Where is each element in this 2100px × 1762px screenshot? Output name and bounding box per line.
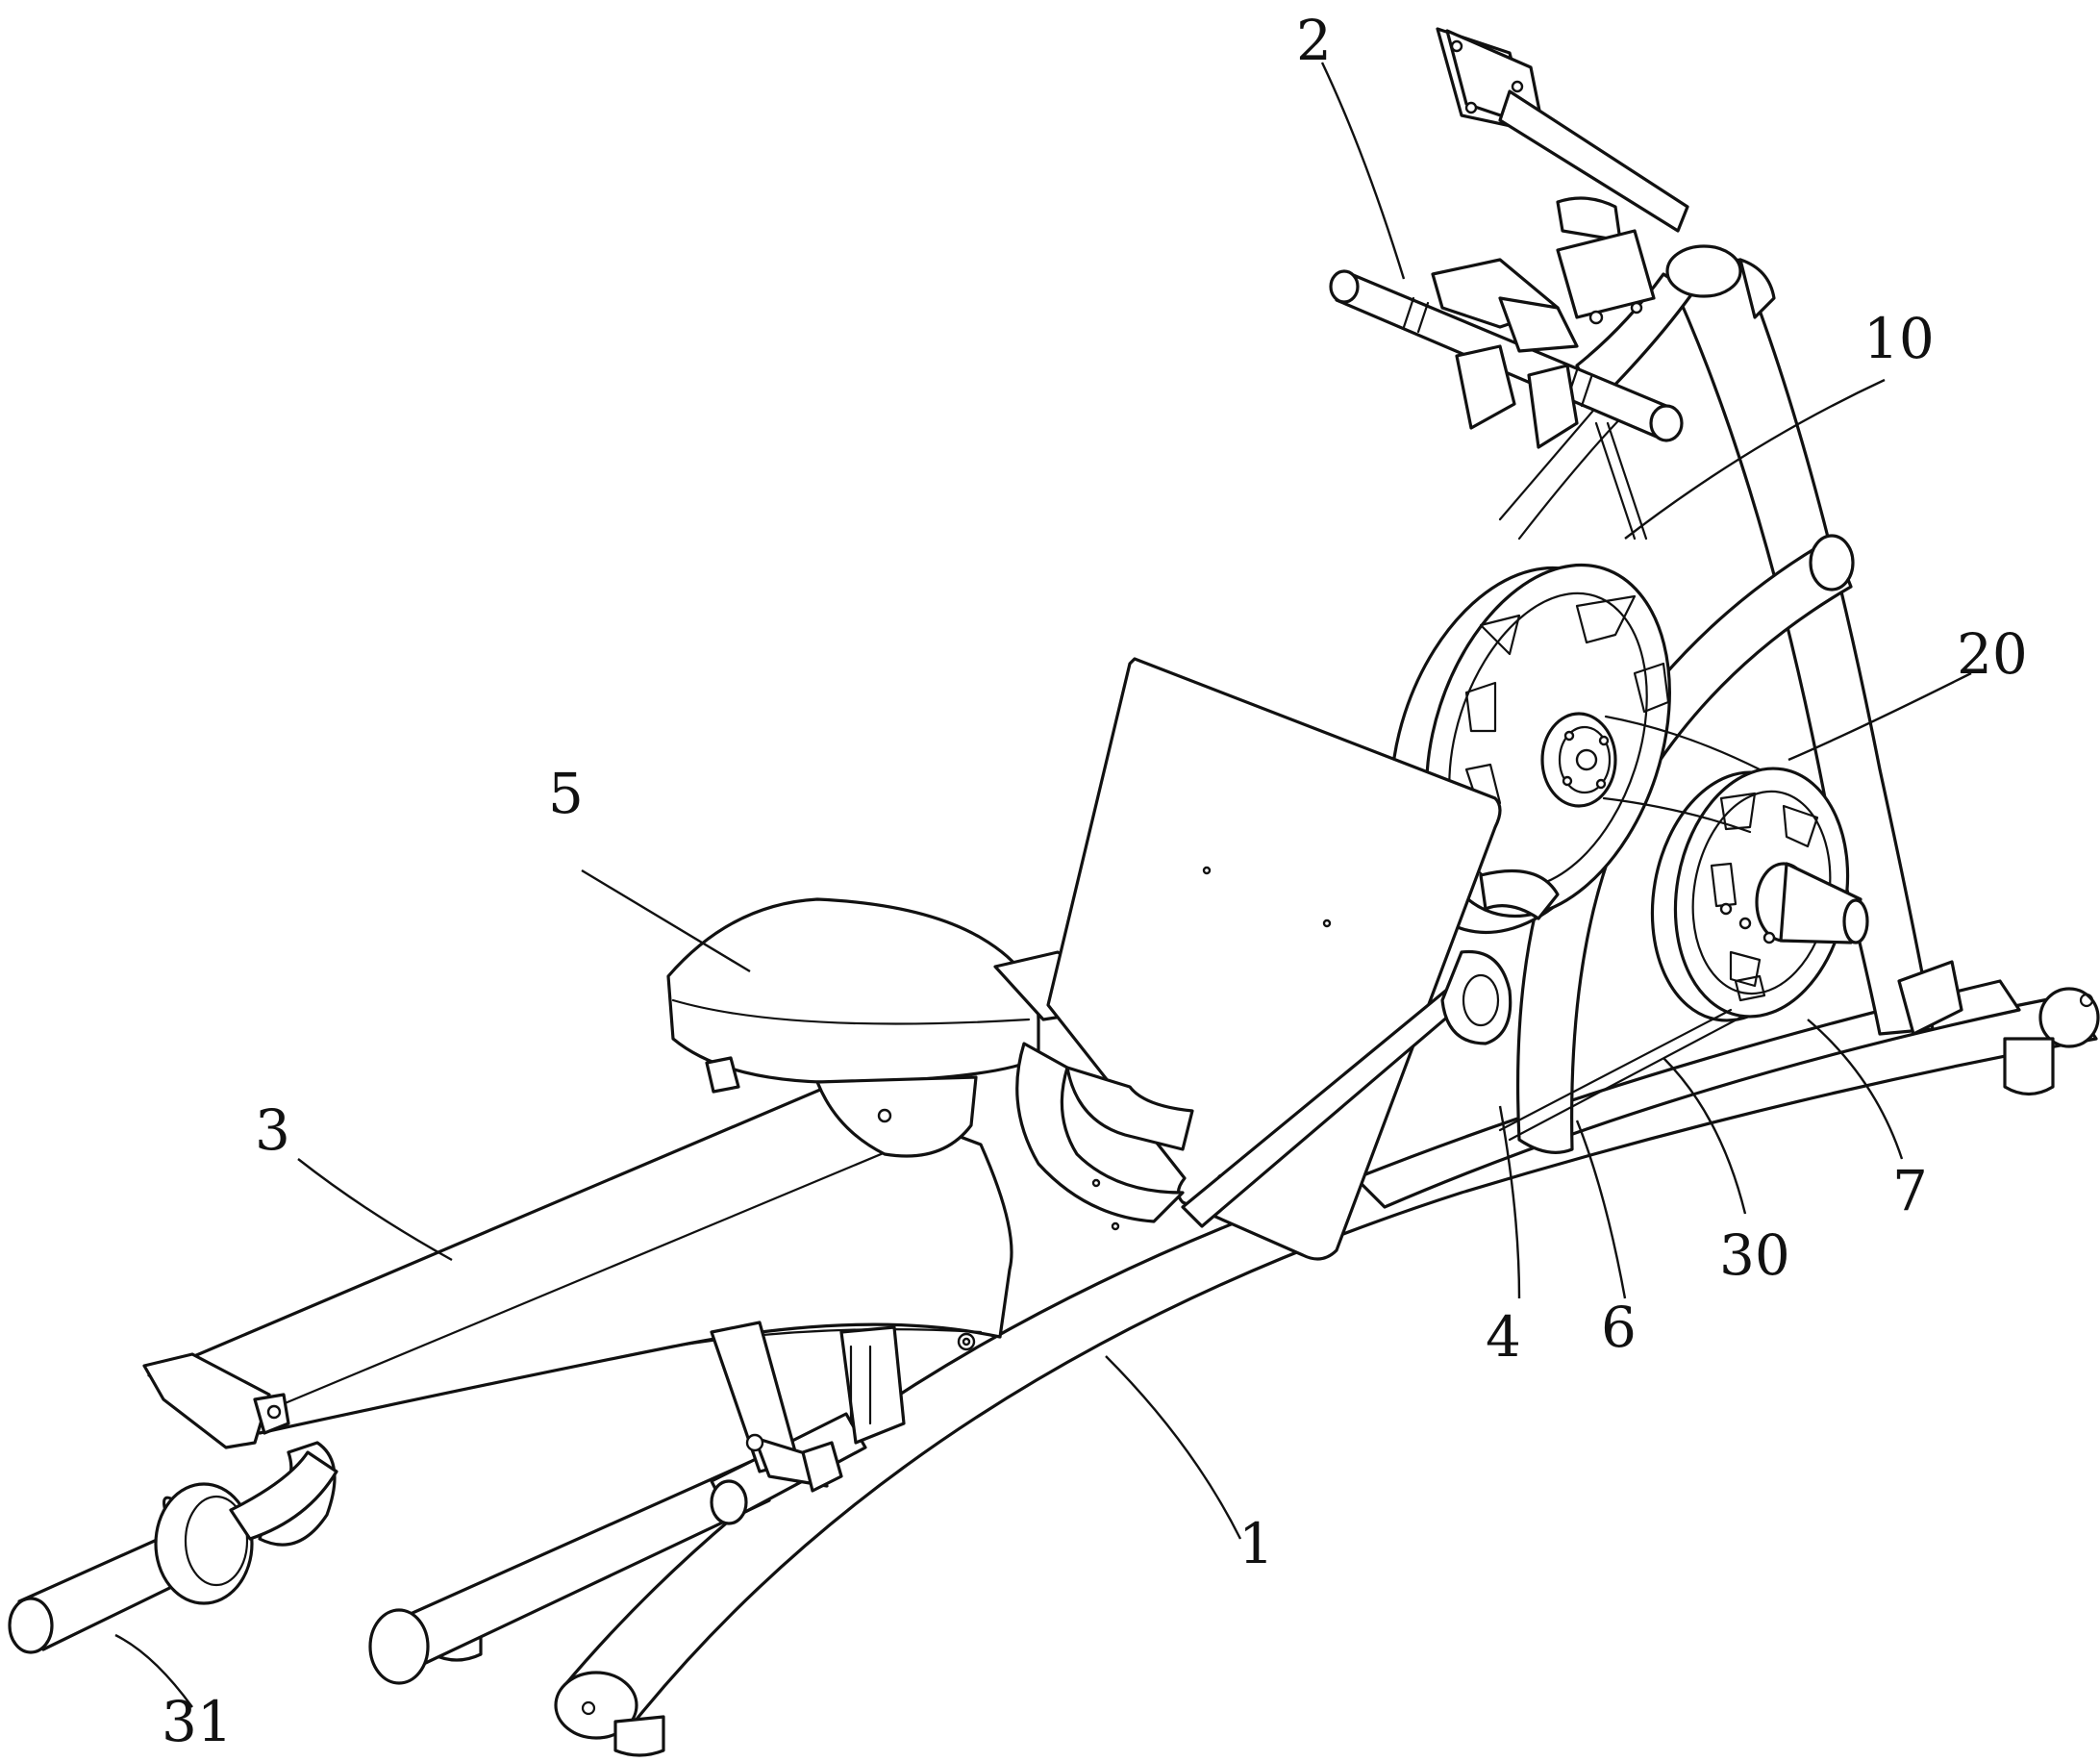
callout-4: 4 [1486, 1304, 1521, 1370]
callout-20: 20 [1957, 621, 2028, 687]
callout-1: 1 [1238, 1511, 1274, 1576]
callout-31: 31 [162, 1689, 233, 1754]
callout-3: 3 [255, 1097, 290, 1163]
callout-30: 30 [1719, 1222, 1790, 1288]
callout-5: 5 [548, 761, 584, 826]
callout-2: 2 [1296, 8, 1332, 73]
rear-handle [10, 1452, 337, 1652]
callout-6: 6 [1601, 1295, 1637, 1360]
callout-10: 10 [1863, 306, 1935, 371]
handlebar-assembly [1331, 29, 1688, 539]
callout-7: 7 [1892, 1158, 1928, 1223]
